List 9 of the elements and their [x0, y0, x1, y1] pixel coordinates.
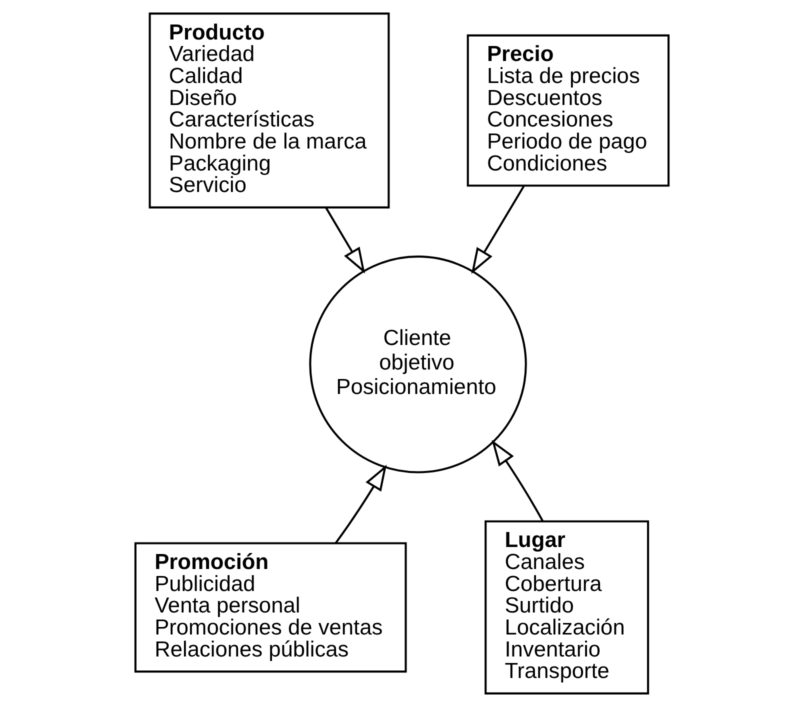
node-box: Producto Variedad Calidad Diseño Características Nombre de la marca Packaging Servicio	[148, 12, 390, 208]
node-circle: Cliente objetivo Posicionamiento	[308, 256, 526, 474]
arrow	[324, 207, 365, 274]
arrow	[491, 440, 544, 522]
arrow	[334, 464, 386, 544]
arrow	[470, 185, 524, 274]
node-box: Precio Lista de precios Descuentos Concesiones Periodo de pago Condiciones	[466, 34, 670, 187]
node-box: Lugar Canales Cobertura Surtido Localización Inventario Transporte	[484, 520, 649, 694]
node-box: Promoción Publicidad Venta personal Promociones de ventas Relaciones públicas	[134, 542, 406, 673]
